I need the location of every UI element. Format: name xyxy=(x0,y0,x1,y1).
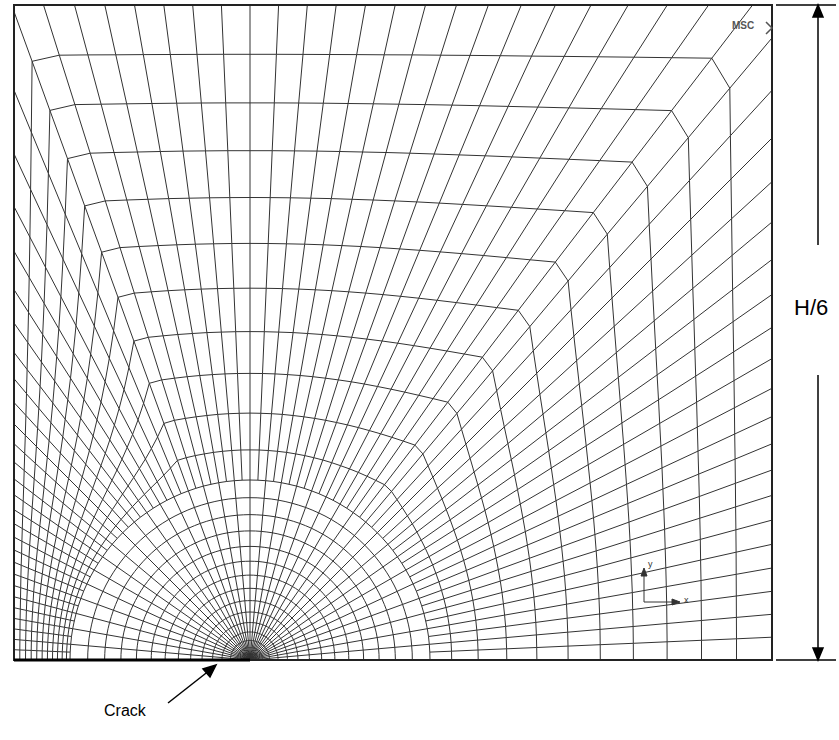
mesh-line xyxy=(250,513,353,660)
mesh-line xyxy=(42,243,600,660)
mesh-line xyxy=(250,486,297,660)
mesh-line xyxy=(62,413,478,660)
mesh-line xyxy=(426,544,772,621)
mesh-line xyxy=(333,5,591,500)
mesh-line xyxy=(193,5,235,481)
mesh-line xyxy=(250,522,366,660)
mesh-line xyxy=(37,198,634,661)
arrow-head xyxy=(641,568,647,576)
mesh-line xyxy=(250,613,424,660)
mesh-line xyxy=(14,12,188,491)
dimension-tick xyxy=(776,4,836,6)
arrow-head xyxy=(813,5,823,17)
mesh-line xyxy=(422,495,772,606)
axis-label: y xyxy=(648,560,653,570)
mesh-line xyxy=(360,5,753,517)
mesh-line xyxy=(312,5,489,491)
mesh-line xyxy=(402,327,772,563)
mesh-line xyxy=(406,359,772,570)
arrow-head xyxy=(203,665,216,677)
logo-text: MSC xyxy=(732,20,754,31)
dimension-segment xyxy=(817,8,819,245)
mesh-line xyxy=(73,629,250,660)
mesh-line xyxy=(319,5,521,494)
mesh-line xyxy=(53,332,537,660)
mesh-line xyxy=(250,491,312,660)
mesh-line xyxy=(160,504,250,660)
finite-element-mesh xyxy=(14,5,772,660)
mesh-line xyxy=(250,483,281,660)
mesh-line xyxy=(250,5,251,480)
mesh-line xyxy=(87,584,250,660)
axis-label: x xyxy=(684,596,689,606)
mesh-line xyxy=(266,5,308,481)
dimension-line xyxy=(776,5,836,660)
axis-triad xyxy=(641,568,680,605)
mesh-line xyxy=(31,151,667,660)
callout-label: Crack xyxy=(104,702,146,720)
mesh-line xyxy=(75,5,204,486)
mesh-line xyxy=(71,644,250,660)
mesh-line xyxy=(372,90,772,527)
mesh-line xyxy=(250,570,406,660)
mesh-line xyxy=(250,480,251,660)
mesh-line xyxy=(388,222,772,544)
logo-mark xyxy=(766,22,772,34)
dimension-tick xyxy=(776,659,836,661)
mesh-line xyxy=(203,486,250,660)
leader-line xyxy=(168,670,210,703)
mesh-line xyxy=(416,444,772,591)
mesh-line xyxy=(57,373,506,660)
mesh-line xyxy=(112,544,250,660)
mesh-line xyxy=(250,481,266,660)
mesh-line xyxy=(174,497,250,660)
mesh-line xyxy=(250,644,429,660)
mesh-line xyxy=(234,481,250,660)
mesh-line xyxy=(76,613,250,660)
mesh-line xyxy=(47,288,568,660)
mesh-line xyxy=(221,5,242,480)
mesh-line xyxy=(250,584,413,660)
arrow-head xyxy=(813,648,823,660)
mesh-line xyxy=(250,497,326,660)
dimension-segment xyxy=(817,375,819,657)
mesh-line xyxy=(44,5,196,488)
mesh-line xyxy=(66,450,451,660)
mesh-line xyxy=(347,5,668,508)
mesh-line xyxy=(326,5,555,497)
mesh-line xyxy=(340,5,628,504)
mesh-line xyxy=(26,103,702,660)
mesh-line xyxy=(81,598,250,660)
mesh-line xyxy=(410,388,772,577)
axis-line xyxy=(644,602,676,603)
mesh-line xyxy=(297,5,426,486)
crack-leader xyxy=(168,665,216,703)
mesh-line xyxy=(353,5,708,513)
mesh-line xyxy=(20,54,737,660)
mesh-line xyxy=(103,557,250,660)
mesh-line xyxy=(397,295,772,557)
arrow-head xyxy=(672,599,680,605)
mesh-line xyxy=(258,5,279,480)
mesh-line xyxy=(70,480,430,660)
dimension-label: H/6 xyxy=(794,296,828,320)
crack-line xyxy=(14,659,250,662)
domain-border xyxy=(14,5,772,660)
